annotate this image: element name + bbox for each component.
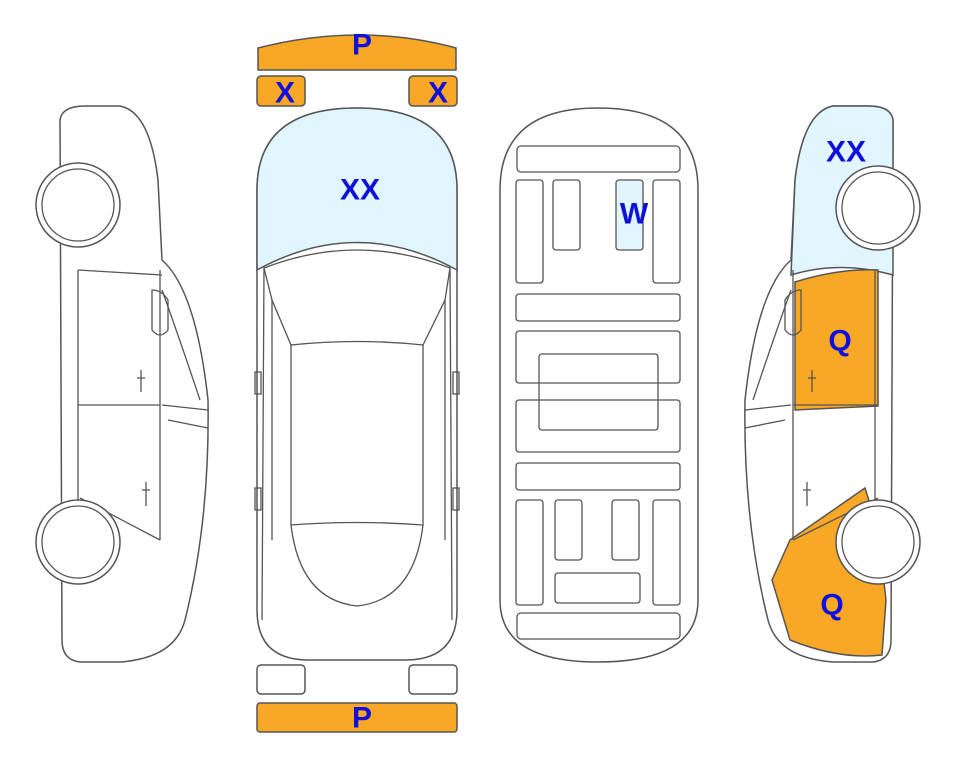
side-rear-door-mark: Q: [820, 589, 843, 622]
front-bumper[interactable]: [257, 34, 457, 71]
interior-view: W: [499, 107, 699, 663]
right-headlight-mark: X: [428, 77, 448, 110]
rear-wheel: [35, 499, 121, 585]
right-taillight[interactable]: [408, 664, 458, 695]
right-side-view: XX Q Q: [744, 105, 921, 663]
hood-mark: XX: [340, 174, 380, 207]
side-front-door[interactable]: [794, 269, 879, 411]
roof-panel-mark: W: [620, 198, 649, 231]
right-headlight[interactable]: [408, 75, 458, 107]
left-taillight[interactable]: [256, 664, 306, 695]
side-hood-mark: XX: [826, 136, 866, 169]
front-bumper-mark: P: [352, 29, 372, 62]
right-rear-wheel: [835, 499, 921, 585]
left-side-view: [35, 105, 209, 663]
right-front-wheel: [835, 165, 921, 251]
rear-bumper[interactable]: [256, 702, 458, 733]
rear-bumper-mark: P: [352, 702, 372, 735]
front-wheel: [35, 162, 121, 248]
side-front-door-mark: Q: [828, 325, 851, 358]
top-view: P X X XX P: [254, 29, 460, 735]
left-headlight-mark: X: [275, 77, 295, 110]
roof-panel[interactable]: [615, 179, 644, 251]
left-headlight[interactable]: [256, 75, 306, 107]
hood[interactable]: [256, 107, 458, 272]
